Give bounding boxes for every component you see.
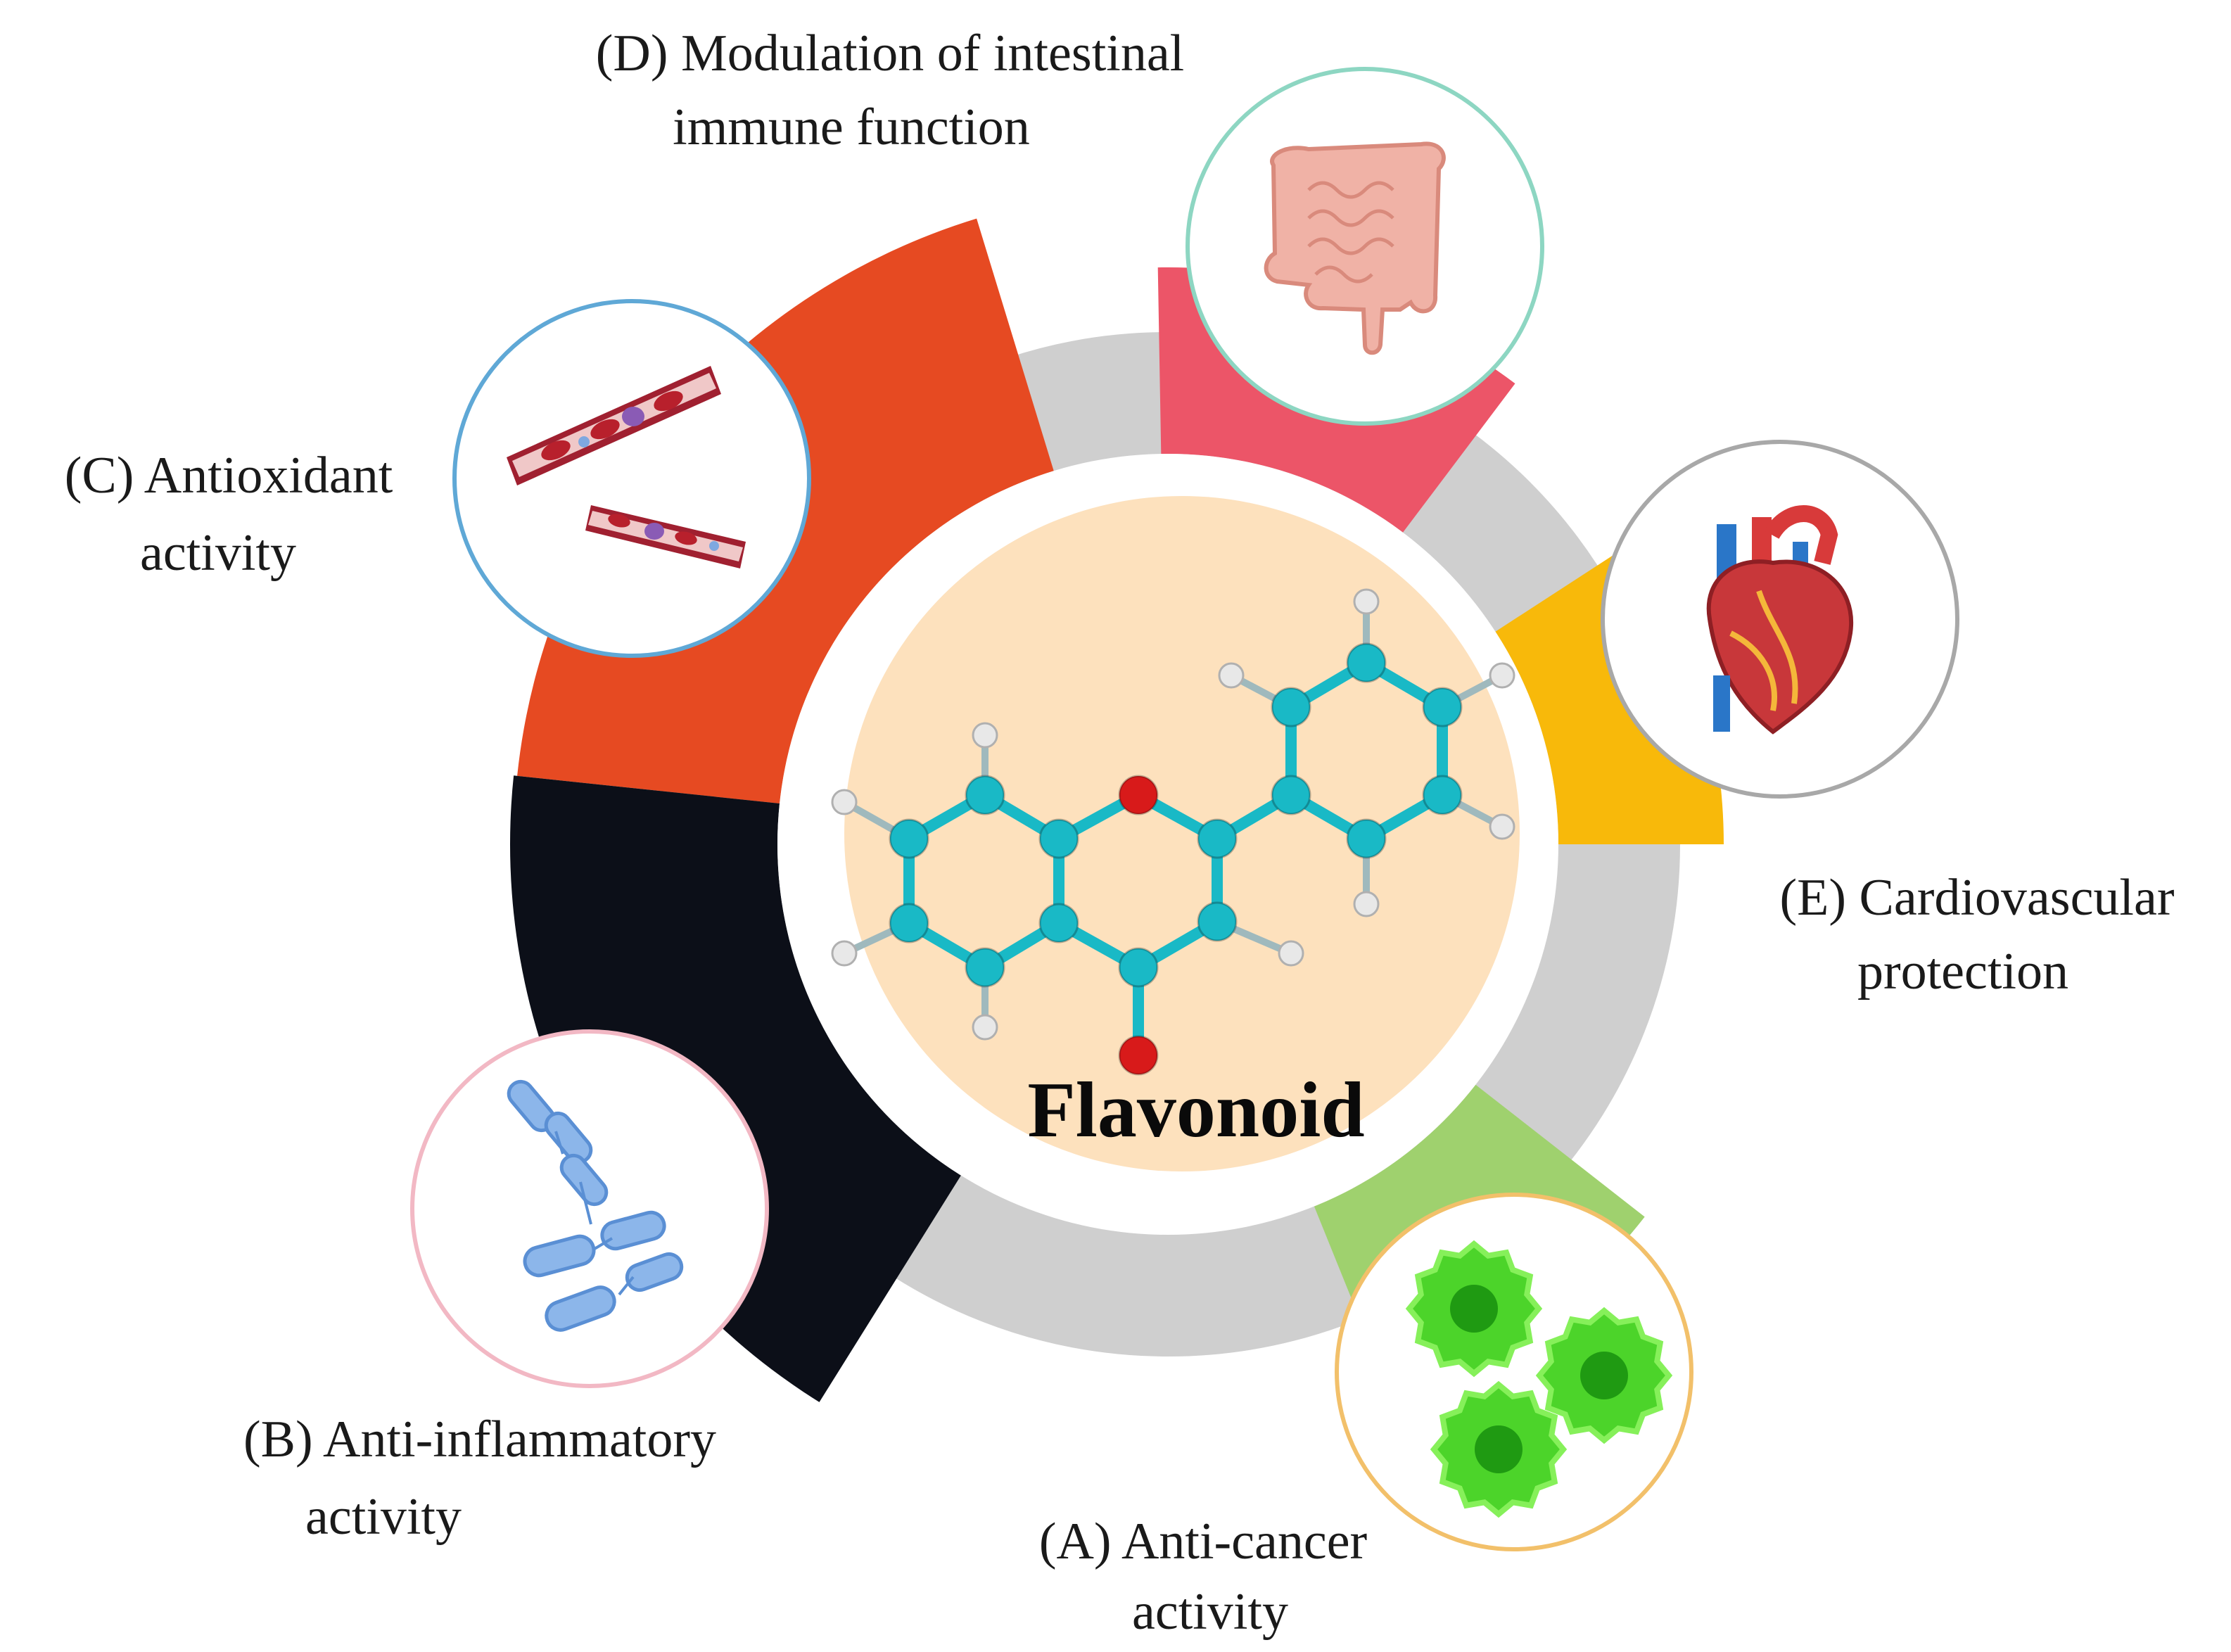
oxygen-atom (1118, 1035, 1159, 1076)
oxygen-atom (1118, 775, 1159, 815)
label-e: (E) Cardiovascular protection (1780, 869, 2175, 1000)
carbon-atom (1422, 775, 1463, 815)
hydrogen-atom (972, 1014, 998, 1041)
label-c-line1: (C) Antioxidant (65, 447, 393, 504)
cancer-cell (1405, 1240, 1543, 1378)
carbon-atom (1038, 818, 1079, 859)
carbon-atom (1271, 775, 1311, 815)
blood-vessel-icon (507, 366, 746, 568)
carbon-atom (1346, 818, 1387, 859)
carbon-atom (889, 818, 929, 859)
label-c: (C) Antioxidant activity (65, 447, 393, 582)
hydrogen-atom (1353, 891, 1380, 917)
center-title: Flavonoid (1027, 1067, 1364, 1154)
carbon-atom (1271, 687, 1311, 727)
carbon-atom (1197, 901, 1238, 942)
sector-b (510, 775, 961, 1402)
carbon-atom (1422, 687, 1463, 727)
label-a-line1: (A) Anti-cancer (1039, 1513, 1367, 1570)
heart-icon (1706, 505, 1854, 735)
circle-a (1335, 1193, 1693, 1551)
intestine-icon (1264, 141, 1446, 355)
label-b: (B) Anti-inflammatory activity (243, 1411, 716, 1546)
hydrogen-atom (1218, 662, 1245, 689)
carbon-atom (965, 775, 1005, 815)
carbon-atom (1346, 642, 1387, 683)
cancer-cells-icon (1405, 1240, 1673, 1518)
hydrogen-atom (972, 722, 998, 749)
hydrogen-atom (831, 940, 858, 967)
label-e-line2: protection (1857, 943, 2068, 1000)
circle-e (1601, 440, 1959, 799)
label-c-line2: activity (140, 524, 296, 582)
cancer-cell (1535, 1307, 1673, 1444)
hydrogen-atom (1489, 662, 1515, 689)
label-d-line2: immune function (673, 99, 1030, 156)
label-e-line1: (E) Cardiovascular (1780, 869, 2175, 927)
flavone-molecule-icon (831, 588, 1515, 1076)
label-b-line2: activity (305, 1488, 462, 1546)
bacteria-icon (507, 1079, 684, 1332)
circle-c (452, 299, 811, 658)
hydrogen-atom (831, 789, 858, 815)
hydrogen-atom (1353, 588, 1380, 615)
carbon-atom (1118, 947, 1159, 988)
hydrogen-atom (1489, 813, 1515, 840)
circle-b (410, 1029, 769, 1388)
carbon-atom (965, 947, 1005, 988)
label-b-line1: (B) Anti-inflammatory (243, 1411, 716, 1468)
label-d: (D) Modulation of intestinal immune func… (596, 25, 1184, 156)
label-a: (A) Anti-cancer activity (1039, 1513, 1367, 1641)
carbon-atom (889, 903, 929, 943)
cancer-cell (1430, 1380, 1568, 1518)
carbon-atom (1197, 818, 1238, 859)
carbon-atom (1038, 903, 1079, 943)
circle-d (1186, 67, 1544, 426)
label-d-line1: (D) Modulation of intestinal (596, 25, 1184, 82)
label-a-line2: activity (1132, 1583, 1288, 1641)
hydrogen-atom (1278, 940, 1304, 967)
